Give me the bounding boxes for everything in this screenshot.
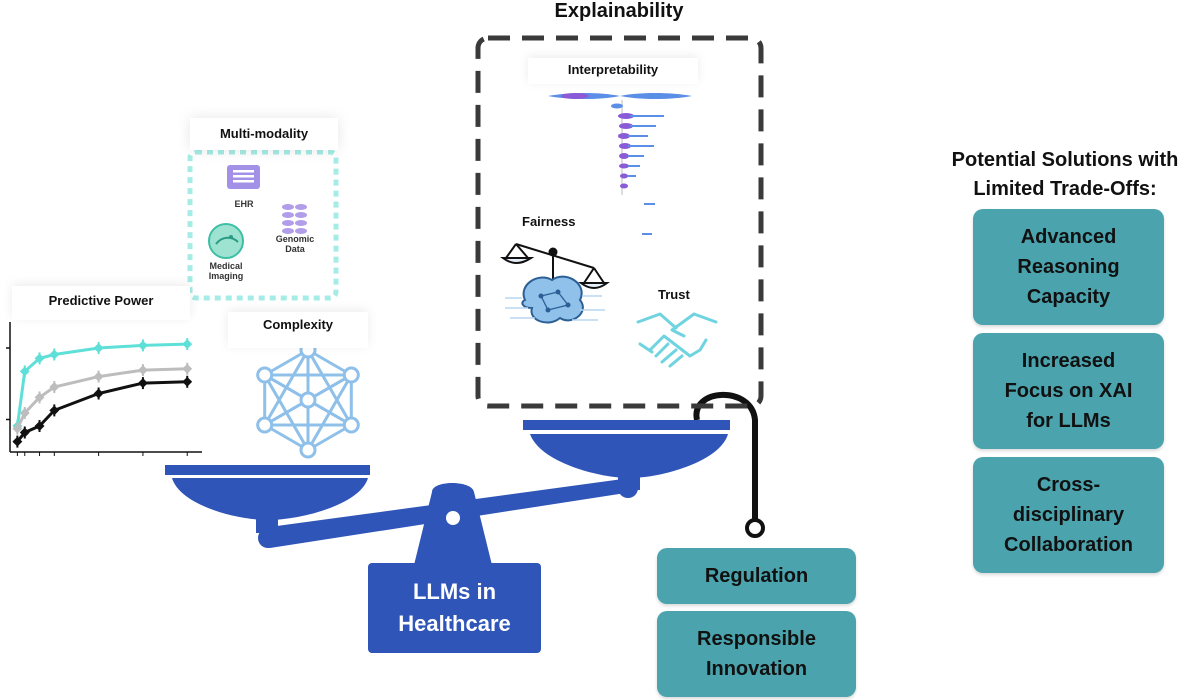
network-node [256,416,274,434]
solution-line: Reasoning [1017,256,1120,278]
hook-ring [745,518,765,538]
solution-line: Collaboration [1004,534,1133,556]
solution-line: Capacity [1026,286,1111,308]
responsible-innovation-line1: Responsible [697,628,816,650]
regulation-label: Regulation [704,564,809,587]
network-node [342,416,360,434]
data-point [182,363,193,374]
solutions-heading-line1: Potential Solutions with [951,149,1179,171]
data-point [182,376,193,387]
genomic-data-line2: Data [285,244,305,254]
data-point [137,365,148,376]
weight-hook [693,391,758,520]
solution-line: for LLMs [1026,410,1111,432]
trust-label: Trust [658,287,690,302]
responsible-innovation-line2: Innovation [705,658,808,680]
complexity-label: Complexity [262,317,334,332]
series-line [16,380,188,443]
multimodality-frame [187,149,339,301]
interpretability-label: Interpretability [567,62,659,77]
solution-line: Advanced [1020,226,1117,248]
scale-base-label: LLMs in Healthcare [368,563,541,653]
genomic-data-icon [282,204,307,234]
scale-base-line1: LLMs in [412,579,497,604]
network-icon [256,341,360,459]
responsible-innovation-weight: Responsible Innovation [657,611,856,697]
data-point [93,371,104,382]
ehr-icon [227,165,260,189]
left-pan-rim [165,465,370,475]
solution-line: Focus on XAI [1004,380,1133,402]
brain-icon [505,275,605,324]
genomic-data-line1: Genomic [275,234,315,244]
solution-cross-disciplinary: Cross- disciplinary Collaboration [973,457,1164,573]
solution-xai-focus: Increased Focus on XAI for LLMs [973,333,1164,449]
right-pan-rim [523,420,730,430]
complexity-panel [228,312,368,348]
series-line [15,342,188,427]
explainability-frame [475,35,764,409]
predictive-power-label: Predictive Power [48,293,154,308]
solutions-heading-line2: Limited Trade-Offs: [973,178,1157,200]
right-pan [530,434,728,478]
data-point [49,349,60,360]
interpretability-plot-icon [548,93,692,235]
predictive-power-panel [12,286,190,320]
network-node [342,366,360,384]
data-point [93,343,104,353]
handshake-icon [636,312,718,368]
network-node [256,366,274,384]
solution-line: Increased [1021,350,1116,372]
multimodality-panel [190,118,338,150]
data-point [137,378,148,389]
genomic-data-label: Genomic Data [270,234,320,254]
solution-line: disciplinary [1012,504,1125,526]
fulcrum-pivot [446,511,460,525]
multimodality-label: Multi-modality [219,126,309,141]
solution-line: Cross- [1036,474,1101,496]
network-node [299,441,317,459]
fairness-label: Fairness [522,214,576,229]
medical-imaging-icon [208,223,244,259]
medical-imaging-line1: Medical [209,261,243,271]
data-point [137,340,148,351]
ehr-label: EHR [234,199,254,209]
explainability-title: Explainability [554,0,684,22]
medical-imaging-line2: Imaging [208,271,244,281]
left-pan [172,478,368,520]
network-node [299,391,317,409]
data-point [93,388,104,399]
scale-base-line2: Healthcare [398,611,511,636]
solutions-heading: Potential Solutions with Limited Trade-O… [930,146,1200,204]
solution-advanced-reasoning: Advanced Reasoning Capacity [973,209,1164,325]
fairness-scale-icon [500,243,610,289]
medical-imaging-label: Medical Imaging [200,261,252,281]
predictive-power-chart [6,322,202,456]
data-point [182,339,193,350]
interpretability-panel [528,58,698,84]
regulation-weight: Regulation [657,548,856,604]
